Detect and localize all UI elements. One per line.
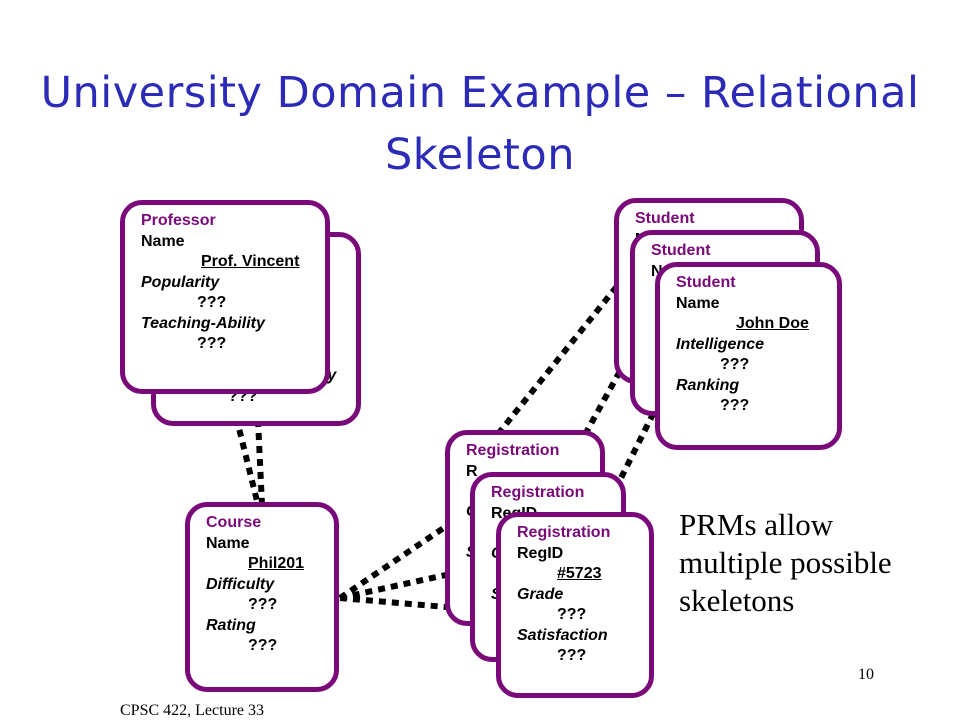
registration-3-id-value: #5723 — [557, 565, 602, 582]
registration-card-3: Registration RegID #5723 Grade ??? Satis… — [496, 512, 654, 698]
link-course-registration-3 — [339, 595, 506, 615]
link-registration-1-student-1 — [495, 283, 621, 436]
prm-note-line-3: skeletons — [679, 583, 795, 618]
student-2-fragment-name: N — [651, 262, 663, 280]
student-3-intelligence-label: Intelligence — [676, 335, 765, 353]
course-rating-value: ??? — [248, 637, 278, 654]
page-title: University Domain Example – Relational S… — [40, 68, 920, 180]
course-name-label: Name — [206, 534, 250, 552]
link-registration-3-student-3 — [595, 398, 663, 526]
course-card: Course Name Phil201 Difficulty ??? Ratin… — [185, 502, 339, 692]
student-3-name-label: Name — [676, 294, 720, 312]
course-difficulty-value: ??? — [248, 596, 278, 613]
footer-course-lecture: CPSC 422, Lecture 33 — [120, 702, 264, 719]
professor-popularity-label: Popularity — [141, 273, 220, 291]
student-3-name-value: John Doe — [736, 315, 809, 332]
prm-note-line-1: PRMs allow — [679, 507, 834, 542]
course-difficulty-label: Difficulty — [206, 575, 275, 593]
registration-1-class-label: Registration — [466, 442, 560, 459]
student-2-class-label: Student — [651, 242, 711, 259]
registration-3-class-label: Registration — [517, 524, 611, 541]
course-name-value: Phil201 — [248, 555, 305, 572]
student-3-class-label: Student — [676, 274, 736, 291]
professor-class-label: Professor — [141, 212, 216, 229]
registration-3-id-label: RegID — [517, 544, 564, 562]
student-1-class-label: Student — [635, 210, 695, 227]
professor-popularity-value: ??? — [197, 294, 227, 311]
registration-3-satisfaction-value: ??? — [557, 647, 587, 664]
link-course-registration-1 — [338, 522, 450, 601]
link-professor-back-course — [255, 419, 265, 506]
professor-name-label: Name — [141, 232, 185, 250]
registration-3-satisfaction-label: Satisfaction — [517, 626, 608, 644]
professor-card: Professor Name Prof. Vincent Popularity … — [120, 200, 330, 394]
student-card-3: Student Name John Doe Intelligence ??? R… — [655, 262, 842, 450]
registration-2-class-label: Registration — [491, 484, 585, 501]
professor-teaching-ability-value: ??? — [197, 335, 227, 352]
course-class-label: Course — [206, 514, 262, 531]
student-3-ranking-value: ??? — [720, 397, 750, 414]
page-number: 10 — [858, 666, 874, 683]
course-rating-label: Rating — [206, 616, 256, 634]
registration-1-fragment-id: R — [466, 462, 478, 480]
prm-note: PRMs allow multiple possible skeletons — [679, 506, 892, 620]
registration-3-grade-value: ??? — [557, 606, 587, 623]
student-3-intelligence-value: ??? — [720, 356, 750, 373]
student-3-ranking-label: Ranking — [676, 376, 740, 394]
registration-3-grade-label: Grade — [517, 585, 564, 603]
professor-name-value: Prof. Vincent — [201, 253, 300, 270]
prm-note-line-2: multiple possible — [679, 545, 892, 580]
professor-teaching-ability-label: Teaching-Ability — [141, 314, 265, 332]
